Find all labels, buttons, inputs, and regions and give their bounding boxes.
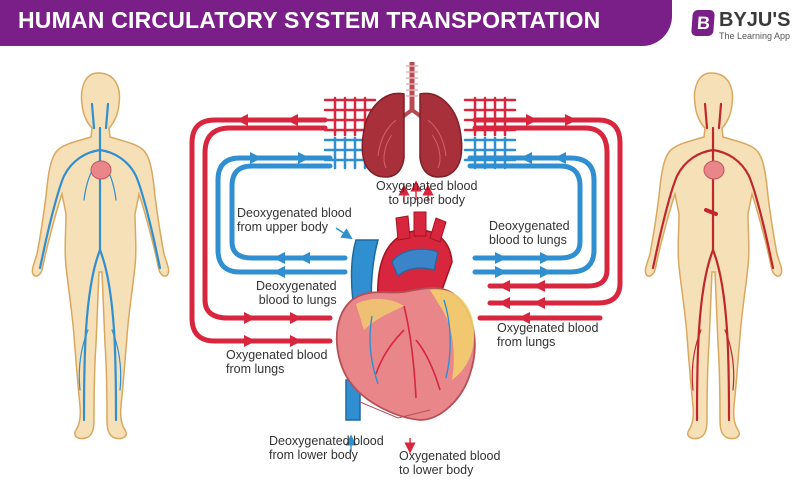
label-line: Oxygenated blood [399, 449, 501, 463]
label-line: from upper body [237, 220, 329, 234]
body-arterial-figure [644, 72, 783, 440]
title-banner: HUMAN CIRCULATORY SYSTEM TRANSPORTATION [0, 0, 672, 46]
label-line: from lower body [269, 448, 358, 462]
label-line: Oxygenated blood [376, 179, 478, 193]
label-deoxygenated-to-lungs-left: Deoxygenated blood to lungs [256, 279, 337, 307]
brand-name: BYJU'S [719, 9, 791, 31]
label-deoxygenated-to-lungs-right: Deoxygenated blood to lungs [489, 219, 570, 247]
heart-illustration [335, 211, 476, 421]
label-line: Deoxygenated blood [237, 206, 352, 220]
label-line: to lower body [399, 463, 474, 477]
deoxygenated-arrows [250, 152, 566, 278]
oxygenated-loops [189, 96, 623, 344]
brand-tagline: The Learning App [719, 31, 791, 41]
label-oxygenated-to-lower-body: Oxygenated blood to lower body [399, 449, 500, 477]
lungs-illustration [361, 62, 463, 178]
label-line: Deoxygenated blood [269, 434, 384, 448]
body-venous-figure [31, 72, 170, 440]
label-line: blood to lungs [258, 293, 337, 307]
label-line: Oxygenated blood [226, 348, 328, 362]
oxygenated-arrows [236, 114, 577, 347]
label-oxygenated-to-upper-body: Oxygenated blood to upper body [376, 179, 477, 207]
label-deoxygenated-from-upper-body: Deoxygenated blood from upper body [237, 206, 352, 234]
deoxygenated-loops [215, 136, 597, 275]
pointer-arrows [335, 180, 434, 454]
label-oxygenated-from-lungs-left: Oxygenated blood from lungs [226, 348, 327, 376]
label-deoxygenated-from-lower-body: Deoxygenated blood from lower body [269, 434, 384, 462]
label-line: Oxygenated blood [497, 321, 599, 335]
page-title: HUMAN CIRCULATORY SYSTEM TRANSPORTATION [18, 7, 601, 33]
label-oxygenated-from-lungs-right: Oxygenated blood from lungs [497, 321, 598, 349]
label-line: Deoxygenated [256, 279, 337, 293]
label-line: Deoxygenated [489, 219, 570, 233]
brand-logo: B BYJU'S The Learning App [691, 6, 792, 42]
label-line: blood to lungs [489, 233, 567, 247]
label-line: to upper body [388, 193, 465, 207]
label-line: from lungs [497, 335, 556, 349]
label-line: from lungs [226, 362, 285, 376]
